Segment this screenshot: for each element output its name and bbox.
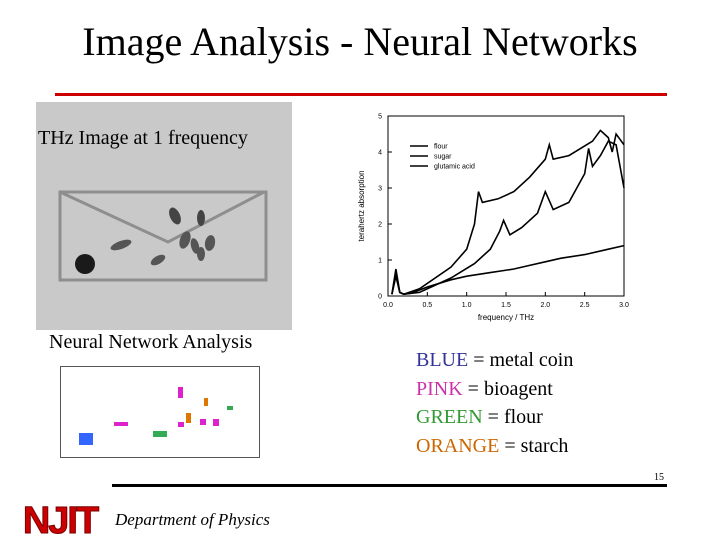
key-blue: BLUE = metal coin [416, 349, 574, 371]
y-tick-label: 3 [378, 186, 382, 193]
cluster-bioagent [178, 387, 183, 398]
key-meaning: starch [520, 435, 569, 457]
legend-label: glutamic acid [434, 164, 475, 171]
key-green: GREEN = flour [416, 406, 543, 428]
series-line-flour [391, 244, 625, 296]
cluster-bioagent [200, 419, 206, 425]
y-tick-label: 0 [378, 294, 382, 301]
cluster-bioagent [178, 422, 184, 427]
y-axis-label: terahertz absorption [357, 170, 366, 241]
cluster-flour [227, 406, 233, 410]
key-color-word: GREEN [416, 406, 483, 428]
legend-label: sugar [434, 154, 452, 161]
x-tick-label: 0.0 [383, 302, 393, 309]
nn-analysis-map [60, 366, 260, 458]
thz-image [36, 102, 292, 330]
key-meaning: bioagent [483, 378, 553, 400]
envelope-scan [58, 190, 268, 282]
cluster-bioagent [213, 419, 219, 426]
slide-title: Image Analysis - Neural Networks [82, 19, 638, 64]
footer-rule [112, 484, 667, 487]
cluster-bioagent [114, 422, 128, 426]
key-pink: PINK = bioagent [416, 378, 553, 400]
key-color-word: ORANGE [416, 435, 500, 457]
njit-logo: NJIT [10, 500, 110, 540]
thz-image-label: THz Image at 1 frequency [38, 127, 248, 149]
key-orange: ORANGE = starch [416, 435, 569, 457]
department-name: Department of Physics [115, 510, 270, 529]
key-meaning: flour [503, 406, 543, 428]
series-line-glutamic-acid [391, 129, 625, 296]
y-tick-label: 1 [378, 258, 382, 265]
x-tick-label: 1.0 [462, 302, 472, 309]
svg-text:NJIT: NJIT [23, 500, 99, 540]
title-underline [55, 93, 667, 96]
key-color-word: PINK [416, 378, 463, 400]
y-tick-label: 2 [378, 222, 382, 229]
x-tick-label: 2.0 [540, 302, 550, 309]
key-meaning: metal coin [489, 349, 574, 371]
x-tick-label: 3.0 [619, 302, 629, 309]
coin-blob [75, 254, 95, 274]
y-tick-label: 4 [378, 150, 382, 157]
key-color-word: BLUE [416, 349, 469, 371]
series-line-sugar [391, 140, 625, 296]
x-tick-label: 1.5 [501, 302, 511, 309]
legend-label: flour [434, 144, 448, 151]
x-axis-label: frequency / THz [478, 313, 534, 322]
y-tick-label: 5 [378, 114, 382, 121]
absorption-spectrum-chart: 0.0 0.5 1.0 1.5 2.0 2.5 3.0 0 1 2 3 4 5 frequency / T… [357, 114, 629, 323]
cluster-starch [204, 398, 208, 406]
cluster-metal-coin [79, 433, 93, 445]
nn-analysis-label: Neural Network Analysis [49, 331, 253, 353]
slide-number: 15 [654, 472, 664, 483]
x-tick-label: 2.5 [580, 302, 590, 309]
cluster-starch [186, 413, 191, 423]
cluster-flour [153, 431, 167, 437]
x-tick-label: 0.5 [422, 302, 432, 309]
